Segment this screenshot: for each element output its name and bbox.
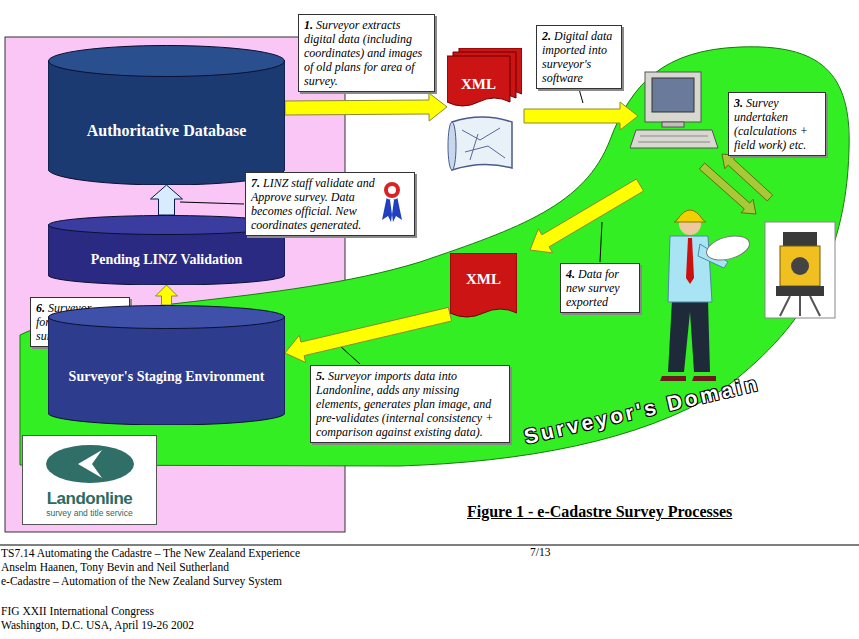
computer-icon — [630, 72, 718, 148]
logo-box: Landonlinesurvey and title service — [22, 435, 157, 525]
step-text: LINZ staff validate and Approve survey. … — [251, 176, 375, 232]
step-text: Digital data imported into surveyor's so… — [542, 29, 612, 85]
step-number: 6. — [36, 301, 45, 315]
step-callout: 5.Surveyor imports data into Landonline,… — [310, 365, 510, 443]
leader-line — [180, 202, 244, 204]
cylinder-body — [48, 61, 285, 185]
footer-text: Anselm Haanen, Tony Bevin and Neil Suthe… — [1, 561, 229, 573]
flow-arrow — [285, 307, 452, 362]
figure-caption: Figure 1 - e-Cadastre Survey Processes — [467, 503, 732, 521]
surveyor-figure — [660, 210, 752, 381]
process-arrow — [699, 163, 756, 214]
xml-document: XML — [447, 48, 522, 110]
node-label: XML — [466, 271, 501, 321]
flow-arrow — [151, 185, 183, 215]
leader-line — [340, 346, 360, 364]
cylinder-top — [49, 306, 285, 329]
leader-line — [600, 222, 602, 262]
logo-chevron — [78, 450, 102, 478]
step-text: Surveyor extracts digital data (includin… — [304, 18, 422, 88]
step-text: Surveyor imports data into Landonline, a… — [316, 369, 493, 439]
node-label: Surveyor's Staging Environment — [69, 369, 265, 385]
step-number: 7. — [251, 176, 260, 190]
flow-arrow — [285, 93, 447, 121]
leader-line — [579, 89, 583, 103]
step-number: 3. — [734, 96, 743, 110]
step-number: 1. — [304, 18, 313, 32]
cylinder-body — [48, 317, 285, 425]
step-callout: 4.Data for new survey exported — [560, 263, 640, 313]
database-cylinder: Surveyor's Staging Environment — [48, 305, 285, 425]
step-callout: 7.LINZ staff validate and Approve survey… — [245, 172, 415, 236]
page-number: 7/13 — [530, 546, 550, 558]
process-arrow — [530, 179, 644, 253]
step-number: 5. — [316, 369, 325, 383]
node-label: Authoritative Database — [87, 122, 247, 140]
node-label: Landonline — [47, 490, 133, 509]
logo-emblem — [30, 442, 150, 486]
footer-text: TS7.14 Automating the Cadastre – The New… — [1, 547, 300, 559]
process-arrow — [524, 102, 638, 130]
cylinder-shape — [48, 45, 285, 185]
plan-scroll — [448, 117, 512, 170]
node-label: survey and title service — [46, 509, 132, 518]
step-callout: 1.Surveyor extracts digital data (includ… — [298, 14, 435, 92]
node-label: Pending LINZ Validation — [91, 252, 243, 268]
database-cylinder: Authoritative Database — [48, 45, 285, 185]
xml-document: XML — [450, 253, 517, 321]
footer-text: Washington, D.C. USA, April 19-26 2002 — [1, 619, 194, 631]
footer-rule — [0, 545, 859, 546]
footer-text: e-Cadastre – Automation of the New Zeala… — [1, 575, 282, 587]
step-text: Survey undertaken (calculations + field … — [734, 96, 808, 152]
step-callout: 2.Digital data imported into surveyor's … — [536, 25, 622, 89]
flow-arrow — [156, 285, 178, 305]
surveyor-domain-region — [20, 47, 849, 466]
footer-text: FIG XXII International Congress — [1, 605, 154, 617]
cylinder-top — [49, 46, 285, 77]
step-number: 2. — [542, 29, 551, 43]
cylinder-shape — [48, 305, 285, 425]
step-number: 4. — [566, 267, 575, 281]
total-station-icon — [765, 222, 835, 318]
node-label: XML — [461, 76, 496, 110]
process-arrow — [722, 154, 773, 201]
logo-ellipse — [46, 445, 134, 483]
step-callout: 3.Survey undertaken (calculations + fiel… — [728, 92, 826, 156]
